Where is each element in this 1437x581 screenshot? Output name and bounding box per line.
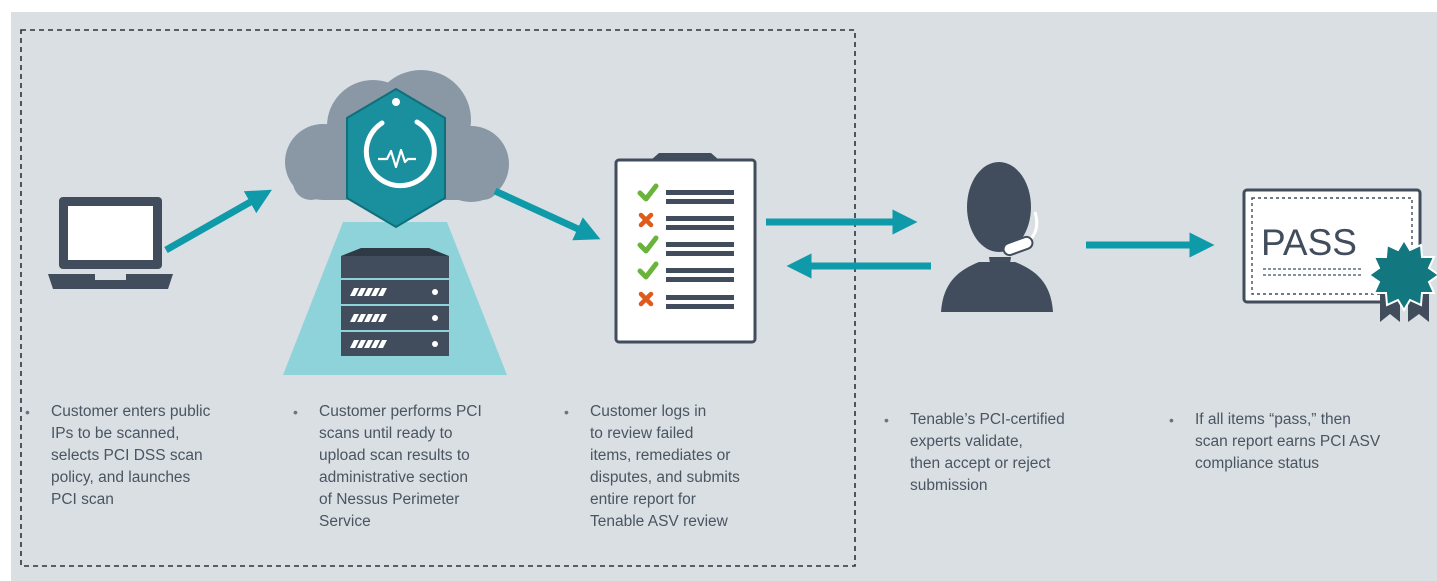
- scan-dial-icon: [363, 119, 437, 189]
- pass-label: PASS: [1261, 222, 1357, 263]
- arrow-laptop-to-cloud: [164, 189, 272, 254]
- checklist-lines: [666, 190, 734, 309]
- step-4-text: Tenable’s PCI-certified experts validate…: [910, 411, 1065, 494]
- flow-arrows: [164, 187, 1215, 279]
- nessus-hexagon-icon: [346, 87, 446, 229]
- headset-mic-icon: [1002, 235, 1034, 257]
- bullet-icon: •: [884, 412, 889, 428]
- bullet-icon: •: [1169, 412, 1174, 428]
- bullet-icon: •: [293, 404, 298, 420]
- server-rack-icon: [341, 248, 449, 356]
- clipboard-checklist-icon: [614, 153, 757, 344]
- diagram-svg: PASS: [20, 29, 1437, 567]
- step-2-text: Customer performs PCI scans until ready …: [319, 403, 482, 530]
- diagram-canvas: PASS • Customer enters public IPs to be …: [11, 12, 1437, 581]
- customer-boundary-dashed-box: [20, 29, 856, 567]
- pulse-wave-icon: [378, 148, 416, 169]
- check-icon: [637, 183, 659, 280]
- step-5-text: If all items “pass,” then scan report ea…: [1195, 411, 1381, 472]
- nessus-cloud-server-icon: [283, 70, 509, 375]
- step-5-caption: • If all items “pass,” then scan report …: [1169, 409, 1437, 475]
- step-4-caption: • Tenable’s PCI-certified experts valida…: [884, 409, 1160, 497]
- x-icon: [638, 212, 654, 307]
- step-2-caption: • Customer performs PCI scans until read…: [293, 401, 569, 533]
- arrow-cloud-to-clipboard: [493, 187, 601, 241]
- step-3-text: Customer logs in to review failed items,…: [590, 403, 740, 530]
- step-3-caption: • Customer logs in to review failed item…: [564, 401, 850, 533]
- laptop-icon: [48, 197, 173, 289]
- seal-icon: [1367, 238, 1437, 312]
- support-agent-icon: [941, 162, 1053, 312]
- bullet-icon: •: [564, 404, 569, 420]
- bullet-icon: •: [25, 404, 30, 420]
- step-1-text: Customer enters public IPs to be scanned…: [51, 403, 211, 508]
- pass-certificate-icon: PASS: [1242, 188, 1437, 322]
- step-1-caption: • Customer enters public IPs to be scann…: [25, 401, 301, 511]
